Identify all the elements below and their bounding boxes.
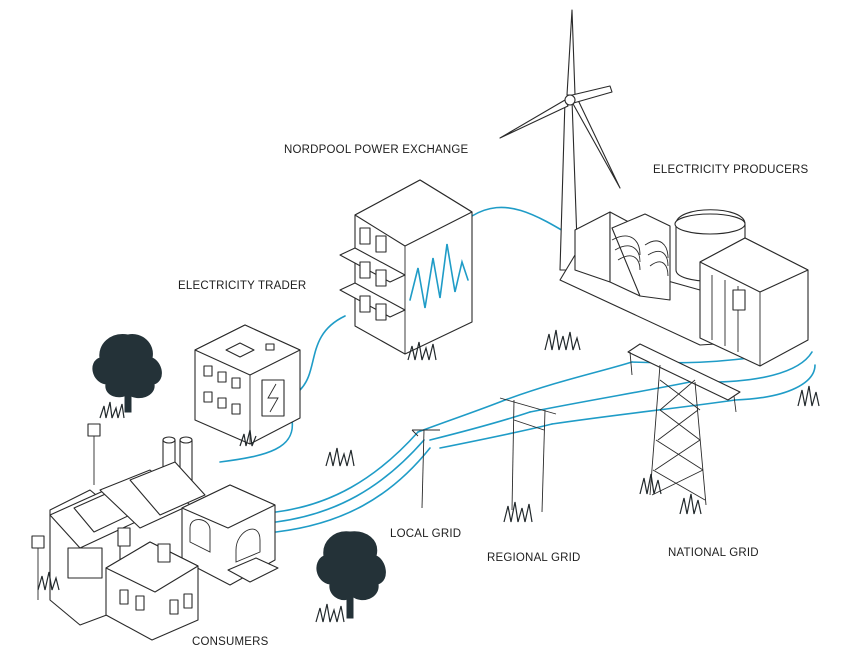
wire-regional-national-1 — [504, 361, 633, 401]
label-electricity-producers: ELECTRICITY PRODUCERS — [653, 164, 809, 176]
regional-grid-pole — [499, 397, 557, 513]
label-power-exchange: NORDPOOL POWER EXCHANGE — [284, 144, 469, 156]
wire-exchange-producers — [471, 206, 576, 239]
price-chart-icon — [409, 243, 469, 309]
label-regional-grid: REGIONAL GRID — [487, 552, 581, 564]
label-national-grid: NATIONAL GRID — [668, 547, 759, 559]
power-plant — [559, 209, 809, 367]
power-exchange-building — [339, 179, 473, 355]
wire-trader-exchange — [299, 315, 346, 391]
consumer-buildings — [49, 436, 279, 641]
wire-consumer-local-3 — [275, 447, 431, 533]
local-grid-pole — [411, 429, 440, 509]
wire-regional-national-2 — [529, 381, 691, 413]
wire-local-regional-1 — [417, 399, 506, 433]
trader-building — [194, 324, 301, 445]
wire-trader-consumers — [219, 419, 294, 463]
wire-national-producers-3 — [734, 364, 816, 401]
label-consumers: CONSUMERS — [192, 636, 269, 648]
tree-icon — [316, 531, 386, 619]
wire-local-regional-2 — [429, 411, 531, 441]
wire-consumer-local-2 — [275, 439, 425, 523]
wind-turbine — [499, 9, 621, 271]
grass-tufts — [37, 329, 820, 623]
lightning-icon — [267, 383, 279, 413]
label-local-grid: LOCAL GRID — [390, 528, 462, 540]
national-grid-tower — [627, 343, 741, 506]
wire-local-regional-3 — [439, 423, 553, 449]
wire-consumer-local-1 — [275, 431, 419, 513]
wire-regional-national-3 — [551, 399, 736, 425]
street-lamp-icon — [31, 423, 101, 600]
label-electricity-trader: ELECTRICITY TRADER — [178, 280, 307, 292]
tree-icon — [92, 334, 162, 413]
